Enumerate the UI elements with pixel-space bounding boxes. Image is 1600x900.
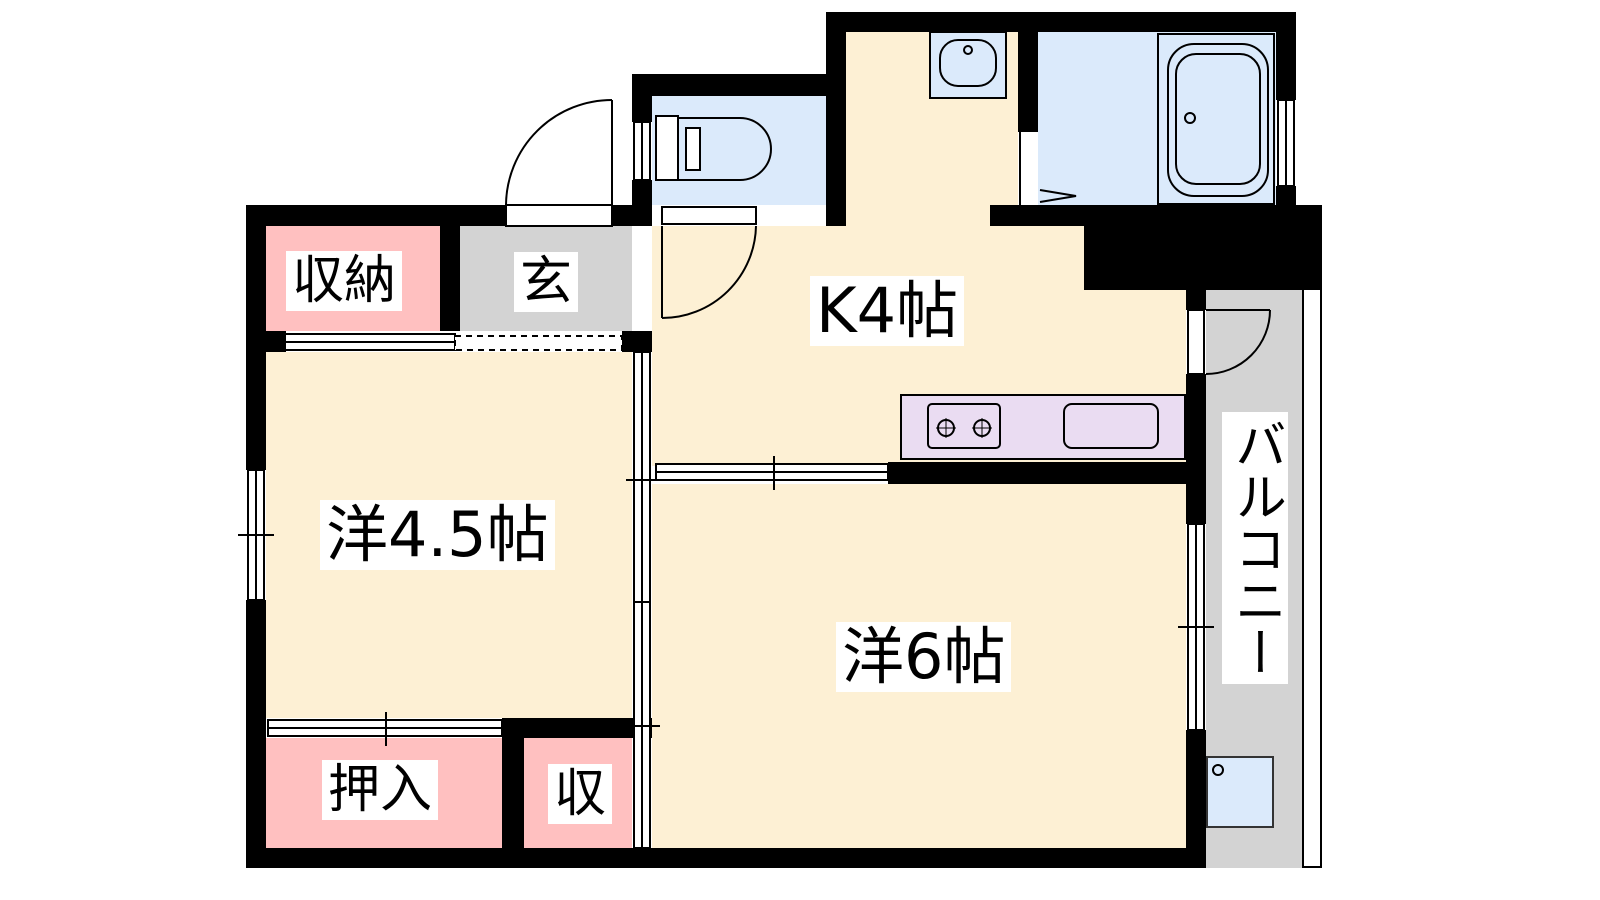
room-label-western-45: 洋4.5帖: [320, 500, 555, 570]
wall: [246, 848, 1206, 868]
wall: [1084, 205, 1322, 290]
aircon-outlet: [1212, 764, 1224, 776]
wall: [632, 74, 846, 96]
wall: [622, 331, 652, 352]
room-label-entrance: 玄: [514, 252, 579, 312]
washbasin: [929, 31, 1007, 99]
room-label-small-storage: 収: [548, 764, 613, 824]
wall: [1186, 730, 1206, 868]
wall: [502, 718, 652, 738]
window: [633, 121, 643, 181]
toilet: [655, 115, 772, 181]
wall: [440, 226, 460, 331]
wall: [246, 205, 266, 470]
sliding-door: [454, 335, 623, 351]
wall: [1186, 374, 1206, 524]
sliding-door: [655, 463, 889, 473]
bathtub: [1157, 33, 1275, 205]
aircon-unit: [1206, 756, 1274, 828]
wall: [246, 600, 266, 868]
wall: [1276, 12, 1296, 100]
room-label-storage: 収納: [286, 251, 403, 311]
partition: [633, 351, 643, 603]
wall: [888, 462, 1206, 484]
entry-door: [505, 204, 613, 227]
room-label-kitchen: K4帖: [810, 276, 965, 346]
toilet-area: [652, 96, 826, 205]
wall: [632, 180, 652, 226]
sink: [1063, 403, 1159, 449]
wall: [266, 331, 286, 352]
wall: [246, 205, 506, 226]
balcony-rail: [1304, 290, 1322, 868]
wall: [1186, 290, 1206, 310]
wall: [826, 12, 846, 226]
room-label-balcony: バルコニー: [1222, 412, 1289, 684]
room-label-closet: 押入: [322, 760, 439, 820]
window: [1277, 99, 1287, 187]
sliding-door: [284, 333, 456, 343]
stove: [927, 403, 1001, 449]
wall: [632, 74, 652, 122]
wall: [1018, 32, 1038, 132]
wall: [826, 12, 1296, 32]
room-label-western-6: 洋6帖: [836, 622, 1012, 692]
wall: [502, 718, 524, 848]
